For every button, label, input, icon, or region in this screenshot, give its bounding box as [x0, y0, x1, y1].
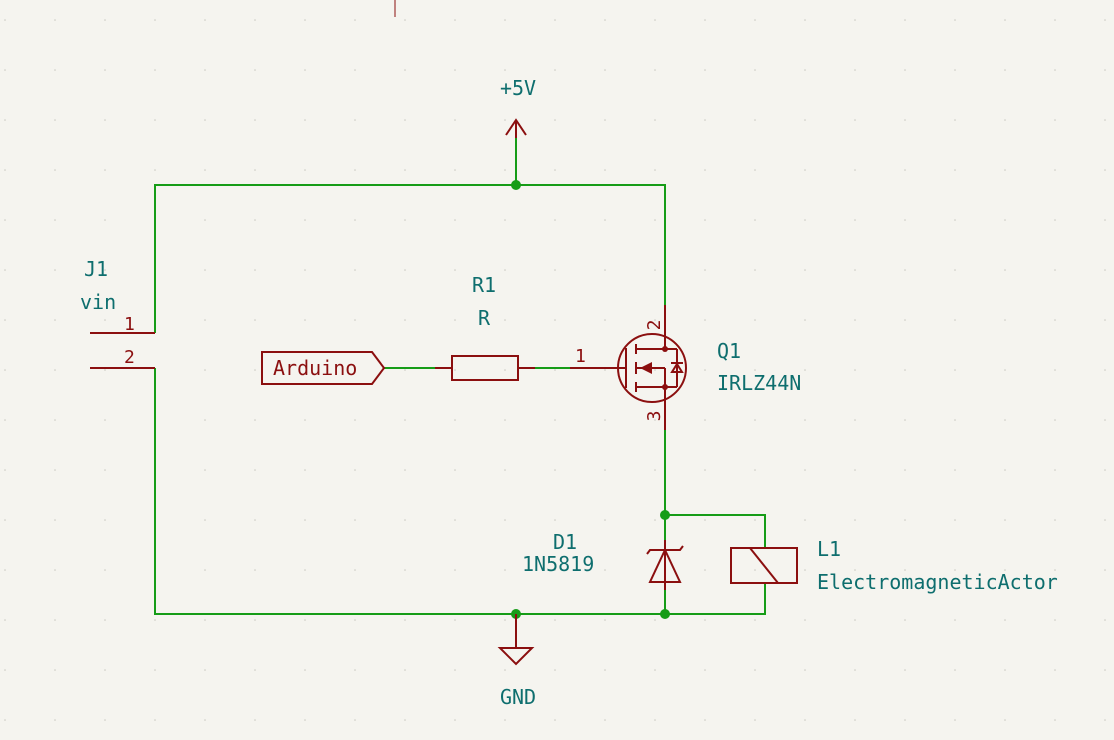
d1-value: 1N5819 [522, 552, 594, 576]
coil-l1[interactable]: L1 ElectromagneticActor [730, 537, 1058, 594]
gnd-label: GND [500, 685, 536, 709]
q1-source-pin-number: 3 [644, 411, 665, 422]
q1-reference: Q1 [717, 339, 741, 363]
d1-reference: D1 [553, 530, 577, 554]
l1-reference: L1 [817, 537, 841, 561]
wire-bottom[interactable] [154, 368, 766, 615]
q1-value: IRLZ44N [717, 371, 801, 395]
r1-value: R [478, 306, 491, 330]
j1-pin2-number: 2 [124, 347, 135, 368]
junction-diode-bottom [660, 609, 670, 619]
power-gnd-symbol[interactable]: GND [497, 614, 536, 709]
grid-dots [4, 19, 1106, 721]
junction-drain-node [660, 510, 670, 520]
junction-vcc [511, 180, 521, 190]
connector-j1[interactable]: 1 2 J1 vin [80, 257, 155, 369]
q1-drain-pin-number: 2 [644, 320, 665, 331]
arduino-label-text: Arduino [273, 356, 357, 380]
wire-top[interactable] [154, 184, 666, 333]
resistor-r1[interactable]: R1 R [435, 273, 535, 381]
q1-gate-pin-number: 1 [575, 346, 586, 367]
l1-value: ElectromagneticActor [817, 570, 1058, 594]
vcc-label: +5V [500, 76, 536, 100]
wires [135, 138, 766, 648]
j1-value: vin [80, 290, 116, 314]
net-label-arduino[interactable]: Arduino [261, 351, 386, 385]
wire-l1-top[interactable] [665, 514, 766, 548]
mosfet-q1[interactable]: 1 2 3 Q1 IRLZ44N [570, 305, 801, 430]
diode-d1[interactable]: D1 1N5819 [522, 530, 684, 590]
power-vcc-symbol[interactable]: +5V [500, 76, 536, 138]
j1-reference: J1 [84, 257, 108, 281]
r1-reference: R1 [472, 273, 496, 297]
j1-pin1-number: 1 [124, 314, 135, 335]
